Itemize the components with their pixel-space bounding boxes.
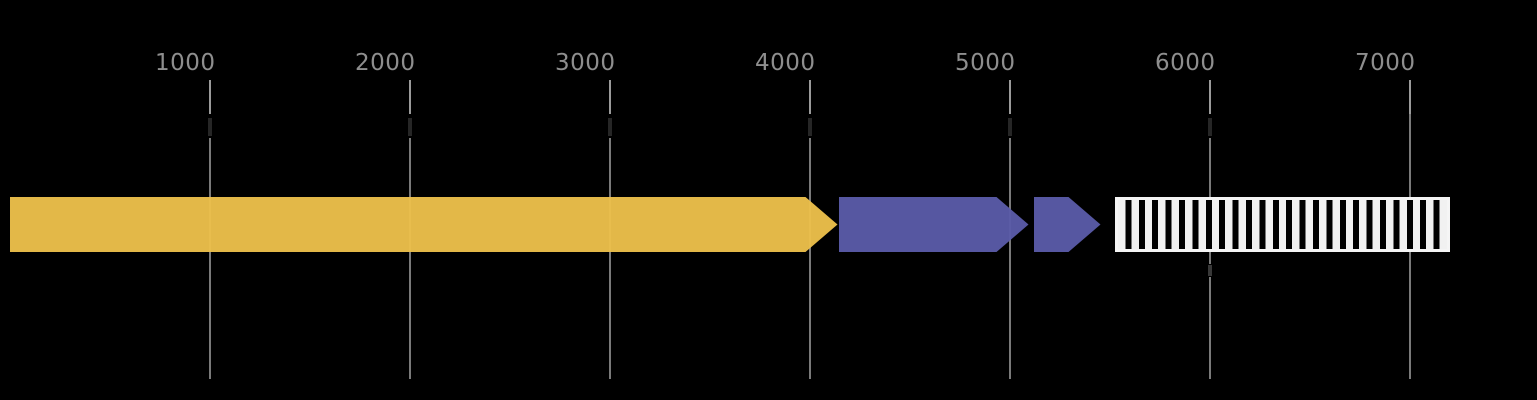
ruler-tick-label: 2000 [354,50,416,76]
ruler-tick [208,80,211,114]
ruler-tick-label: 5000 [954,50,1016,76]
ruler-tick-label: 3000 [554,50,616,76]
gridline-gap-artifact [607,118,612,136]
gridline-gap-artifact [1207,265,1212,276]
gridline [408,138,411,379]
feature-1-arrow [10,197,838,252]
ruler-tick [608,80,611,114]
gridline [1208,277,1211,379]
gridline [1008,138,1011,379]
feature-2-arrow [839,197,1029,252]
ruler-tick [408,80,411,114]
gridline-gap-artifact [1207,118,1212,136]
gridline-gap-artifact [807,118,812,136]
ruler-tick [1008,80,1011,114]
gridline [608,138,611,379]
gridline [808,138,811,379]
gridline-gap-artifact [407,118,412,136]
ruler-tick-label: 6000 [1154,50,1216,76]
feature-3-arrow [1034,197,1101,252]
ruler-tick [808,80,811,114]
gridline-gap-artifact [1007,118,1012,136]
ruler-tick-label: 1000 [154,50,216,76]
ruler-tick [1408,80,1411,114]
ruler-tick-label: 4000 [754,50,816,76]
feature-4-hatched-box [1114,197,1450,252]
gridline-gap-artifact [207,118,212,136]
ruler-tick-label: 7000 [1354,50,1416,76]
ruler-tick [1208,80,1211,114]
gridline [208,138,211,379]
